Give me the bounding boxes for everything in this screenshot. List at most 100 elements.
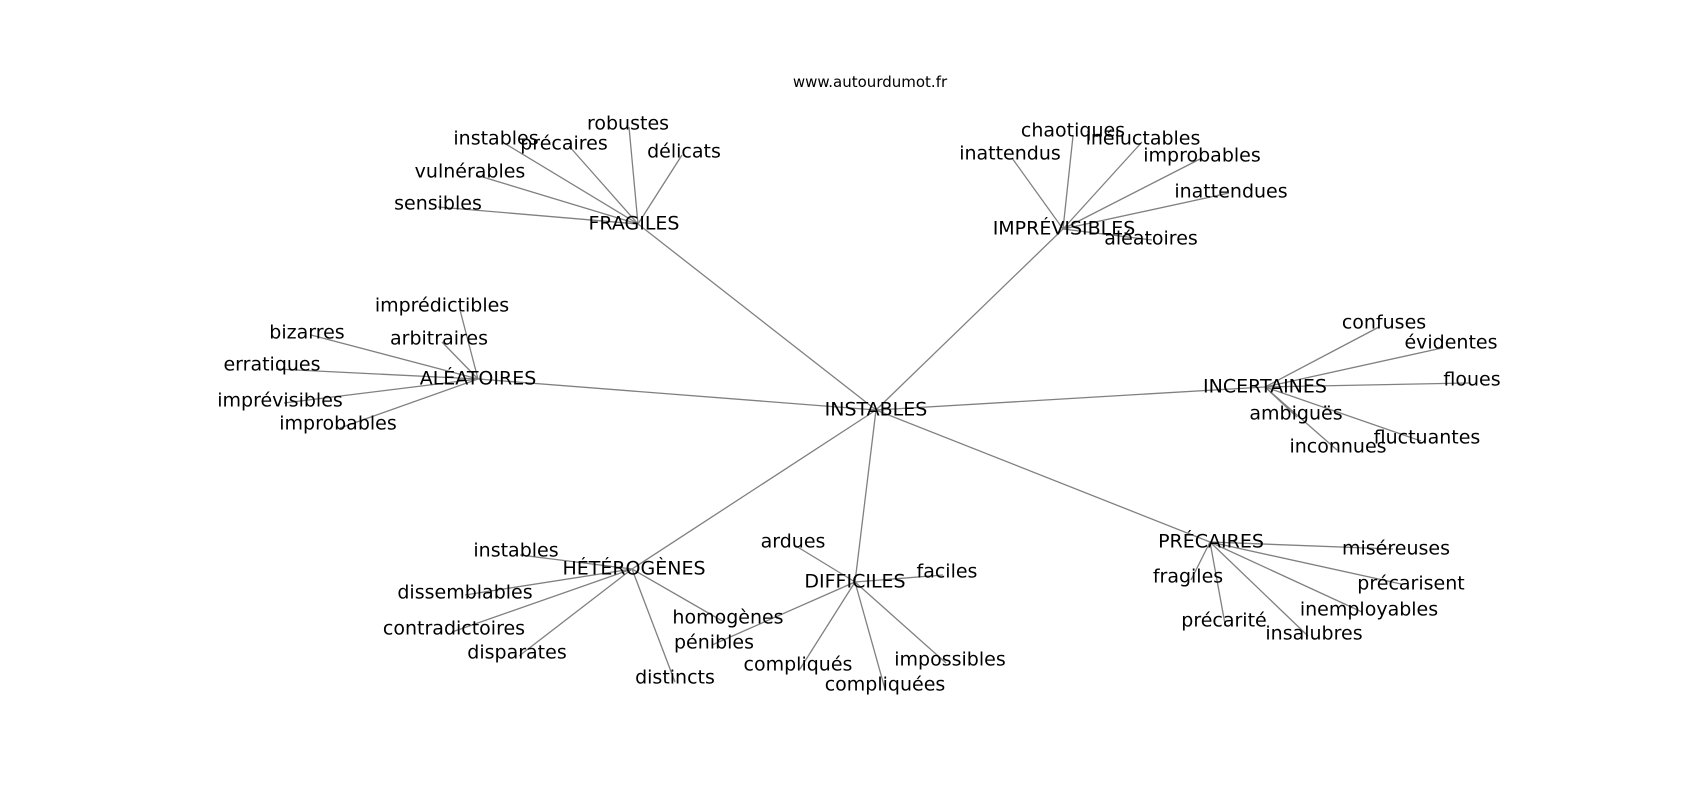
edge-branch-leaf bbox=[1264, 326, 1380, 388]
graph-labels: INSTABLES FRAGILES instablesprécairesrobus… bbox=[217, 113, 1500, 696]
edge-branch-leaf bbox=[711, 581, 856, 646]
edge-branch-leaf bbox=[568, 145, 639, 225]
edge-branch-leaf bbox=[1209, 541, 1309, 637]
edge-branch-leaf bbox=[475, 174, 639, 225]
edge-branch-leaf bbox=[1209, 541, 1394, 550]
leaf-node-label: improbables bbox=[1143, 145, 1261, 167]
edge-branch-leaf bbox=[631, 568, 676, 683]
leaf-node-label: ambiguës bbox=[1249, 403, 1342, 425]
edge-branch-leaf bbox=[1209, 541, 1363, 613]
edge-root-branch bbox=[875, 386, 1266, 411]
edge-branch-leaf bbox=[459, 309, 479, 380]
leaf-node-label: contradictoires bbox=[383, 618, 525, 640]
edge-branch-leaf bbox=[441, 341, 479, 380]
leaf-node-label: aléatoires bbox=[1104, 228, 1198, 250]
leaf-node-label: inconnues bbox=[1289, 436, 1386, 458]
edge-branch-leaf bbox=[1264, 386, 1338, 451]
leaf-node-label: disparates bbox=[467, 642, 566, 664]
leaf-node-label: miséreuses bbox=[1342, 538, 1450, 560]
leaf-node-label: homogènes bbox=[672, 607, 783, 629]
edge-branch-leaf bbox=[437, 206, 639, 225]
edge-branch-leaf bbox=[519, 554, 633, 570]
edge-branch-leaf bbox=[464, 568, 633, 596]
leaf-node-label: inemployables bbox=[1300, 599, 1438, 621]
edge-branch-leaf bbox=[283, 378, 479, 404]
edge-branch-leaf bbox=[628, 126, 639, 225]
leaf-node-label: pénibles bbox=[674, 632, 754, 654]
edge-branch-leaf bbox=[1264, 386, 1422, 442]
edge-branch-leaf bbox=[631, 568, 725, 623]
edge-branch-leaf bbox=[503, 142, 639, 225]
site-url: www.autourdumot.fr bbox=[793, 73, 948, 91]
leaf-node-label: sensibles bbox=[394, 193, 482, 215]
edge-branch-leaf bbox=[1209, 541, 1402, 585]
branch-node-label: INCERTAINES bbox=[1203, 376, 1327, 398]
edge-branch-leaf bbox=[1209, 541, 1226, 625]
edge-root-branch bbox=[631, 409, 877, 570]
edge-root-branch bbox=[854, 409, 877, 583]
leaf-node-label: confuses bbox=[1342, 312, 1426, 334]
edge-branch-leaf bbox=[854, 581, 886, 690]
leaf-node-label: inattendus bbox=[959, 143, 1061, 165]
edge-branch-leaf bbox=[451, 568, 633, 633]
edge-root-branch bbox=[637, 223, 877, 411]
leaf-node-label: inattendues bbox=[1174, 181, 1287, 203]
leaf-node-label: instables bbox=[453, 128, 538, 150]
leaf-node-label: erratiques bbox=[223, 354, 320, 376]
edge-branch-leaf bbox=[854, 574, 944, 583]
edge-root-branch bbox=[875, 228, 1064, 411]
leaf-node-label: insalubres bbox=[1265, 623, 1362, 645]
root-node-label: INSTABLES bbox=[825, 399, 928, 421]
leaf-node-label: arbitraires bbox=[390, 328, 488, 350]
edge-branch-leaf bbox=[1264, 347, 1443, 388]
edge-root-branch bbox=[477, 378, 877, 411]
edge-branch-leaf bbox=[1062, 141, 1143, 230]
leaf-node-label: chaotiques bbox=[1021, 120, 1125, 142]
branch-node-label: IMPRÉVISIBLES bbox=[993, 217, 1136, 240]
edge-branch-leaf bbox=[518, 568, 633, 657]
graph-edges bbox=[275, 126, 1470, 690]
edge-branch-leaf bbox=[1190, 541, 1211, 581]
edge-branch-leaf bbox=[1062, 192, 1230, 230]
leaf-node-label: fluctuantes bbox=[1374, 427, 1481, 449]
edge-branch-leaf bbox=[799, 581, 856, 670]
leaf-node-label: précaires bbox=[520, 133, 608, 155]
leaf-node-label: imprévisibles bbox=[217, 390, 343, 412]
leaf-node-label: ardues bbox=[761, 531, 826, 553]
edge-branch-leaf bbox=[1264, 382, 1470, 388]
leaf-node-label: précarité bbox=[1181, 610, 1266, 632]
branch-node-label: FRAGILES bbox=[588, 213, 679, 235]
leaf-node-label: impossibles bbox=[894, 649, 1005, 671]
edge-branch-leaf bbox=[1011, 157, 1064, 230]
leaf-node-label: fragiles bbox=[1153, 566, 1223, 588]
edge-branch-leaf bbox=[795, 545, 856, 583]
leaf-node-label: compliqués bbox=[744, 654, 853, 676]
edge-branch-leaf bbox=[275, 368, 479, 380]
branch-node-label: PRÉCAIRES bbox=[1158, 530, 1264, 553]
leaf-node-label: inéluctables bbox=[1086, 128, 1201, 150]
branch-node-label: HÉTÉROGÈNES bbox=[562, 557, 705, 580]
edge-branch-leaf bbox=[339, 378, 479, 429]
leaf-node-label: bizarres bbox=[269, 322, 344, 344]
leaf-node-label: dissemblables bbox=[397, 582, 532, 604]
edge-branch-leaf bbox=[310, 334, 479, 380]
edge-branch-leaf bbox=[1062, 135, 1074, 230]
leaf-node-label: distincts bbox=[635, 667, 715, 689]
leaf-node-label: floues bbox=[1443, 369, 1500, 391]
leaf-node-label: improbables bbox=[279, 413, 397, 435]
edge-branch-leaf bbox=[854, 581, 947, 664]
leaf-node-label: robustes bbox=[587, 113, 669, 135]
leaf-node-label: imprédictibles bbox=[375, 295, 509, 317]
edge-branch-leaf bbox=[1062, 157, 1203, 230]
edge-root-branch bbox=[875, 409, 1211, 543]
leaf-node-label: compliquées bbox=[825, 674, 946, 696]
leaf-node-label: précarisent bbox=[1357, 573, 1464, 595]
leaf-node-label: faciles bbox=[917, 561, 978, 583]
branch-node-label: ALÉATOIRES bbox=[420, 367, 537, 390]
leaf-node-label: évidentes bbox=[1404, 332, 1497, 354]
leaf-node-label: délicats bbox=[647, 141, 721, 163]
branch-node-label: DIFFICILES bbox=[804, 571, 905, 593]
leaf-node-label: vulnérables bbox=[415, 161, 526, 183]
edge-branch-leaf bbox=[637, 154, 683, 225]
